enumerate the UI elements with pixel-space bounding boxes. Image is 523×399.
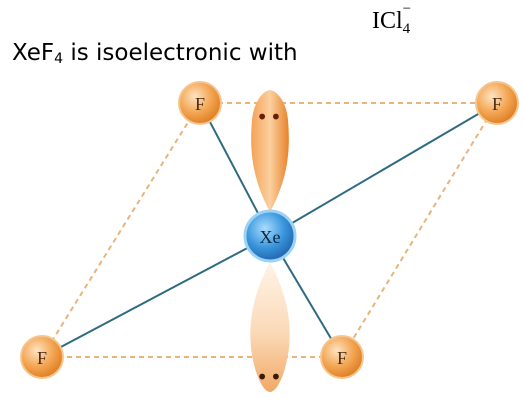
atom-xe-center: Xe xyxy=(243,209,297,263)
frame-left-edge xyxy=(41,102,201,358)
caption-subscript: 4 xyxy=(54,51,64,67)
caption-prefix: XeF xyxy=(12,40,55,66)
bond-xe-f-top-right xyxy=(269,102,498,237)
formula-charge: − xyxy=(402,1,412,17)
atom-f-top-left: F xyxy=(178,81,222,125)
atom-f-bottom-right: F xyxy=(320,335,364,379)
lone-pair-dots-bottom: •• xyxy=(256,365,284,389)
lone-pair-lobe-top xyxy=(251,90,289,212)
formula-base: ICl xyxy=(372,8,403,34)
atom-f-bottom-left: F xyxy=(20,335,64,379)
caption-text: XeF4 is isoelectronic with xyxy=(12,40,298,67)
lone-pair-lobe-bottom xyxy=(250,262,290,392)
atom-xe-label: Xe xyxy=(260,227,281,247)
atom-f-top-right: F xyxy=(475,81,519,125)
dashed-frame xyxy=(41,102,498,358)
icl4-anion-formula: ICl− 4 xyxy=(372,1,413,37)
lone-pair-dots-top: •• xyxy=(256,105,284,129)
frame-right-edge xyxy=(341,102,498,358)
formula-subscript: 4 xyxy=(402,21,411,37)
atom-f-top-left-label: F xyxy=(195,94,205,114)
atom-f-top-right-label: F xyxy=(492,94,502,114)
atom-f-bottom-left-label: F xyxy=(37,348,47,368)
bond-xe-f-bottom-left xyxy=(41,235,271,358)
atom-f-bottom-right-label: F xyxy=(337,348,347,368)
caption-body: is isoelectronic with xyxy=(63,40,298,66)
